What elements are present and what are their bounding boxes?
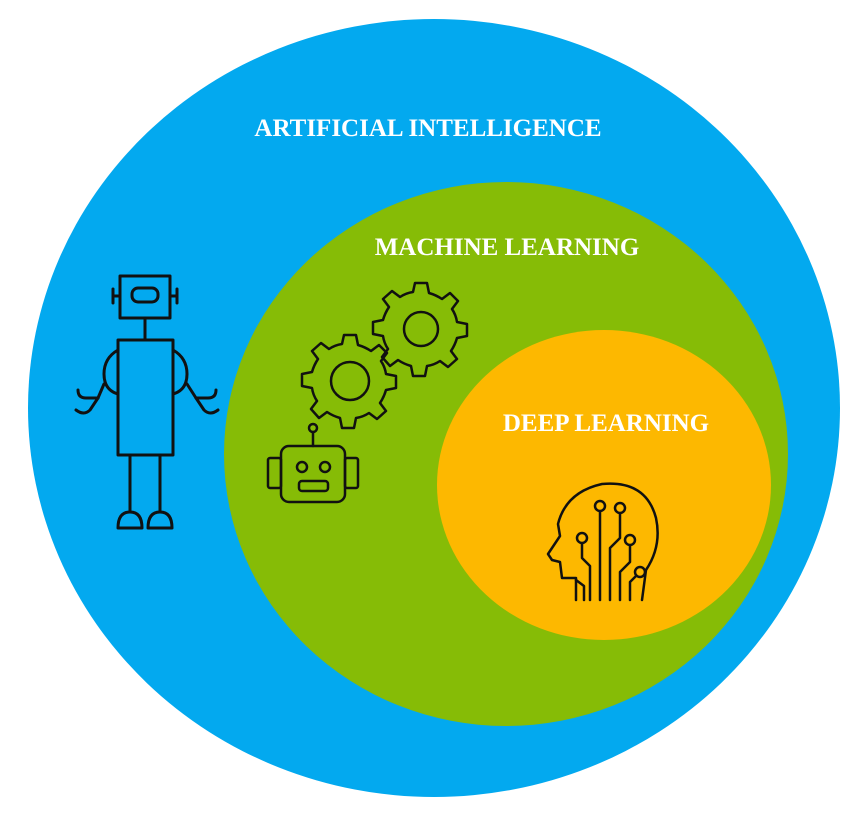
robot-icon	[74, 274, 220, 530]
gear-small-icon	[300, 333, 398, 430]
ai-head-circuit-icon	[546, 482, 659, 602]
machine-learning-label: MACHINE LEARNING	[375, 234, 640, 261]
artificial-intelligence-label: ARTIFICIAL INTELLIGENCE	[254, 115, 601, 142]
gears-icon	[300, 281, 469, 430]
robot-head-icon	[266, 422, 360, 504]
deep-learning-label: DEEP LEARNING	[503, 410, 709, 437]
gear-large-icon	[371, 281, 469, 378]
